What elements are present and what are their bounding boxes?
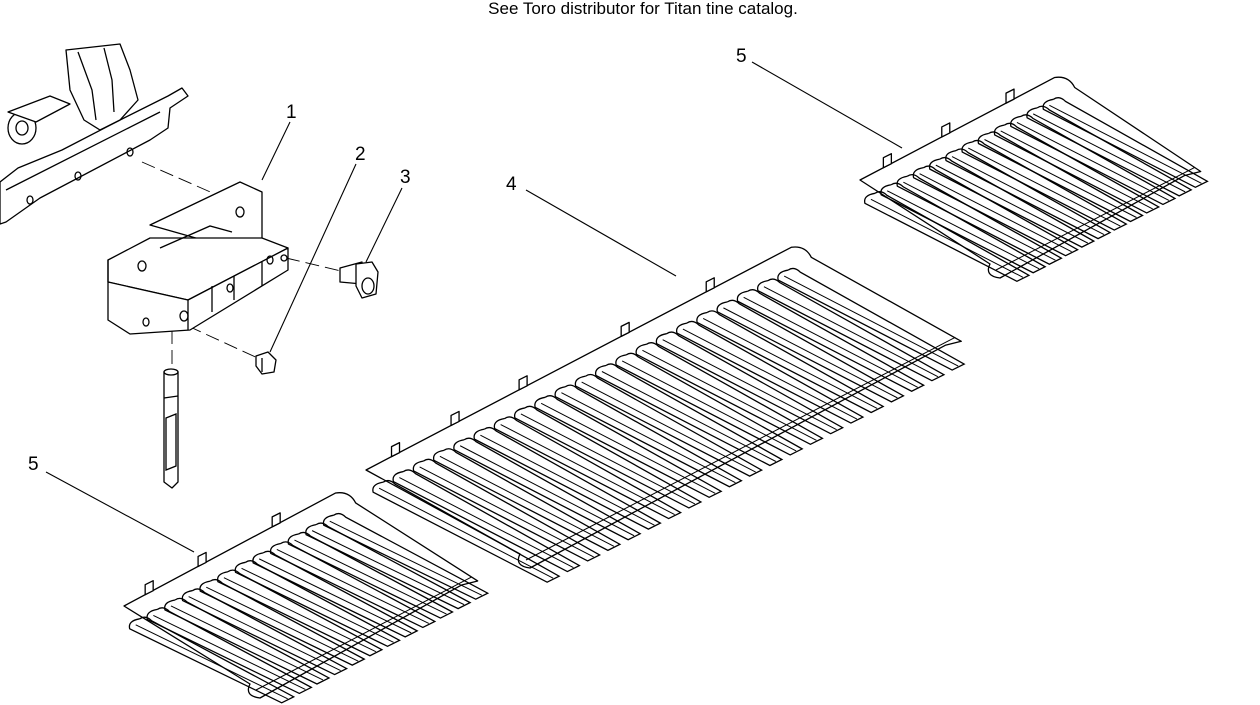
bolt-part-3 bbox=[339, 261, 379, 299]
catalog-caption: See Toro distributor for Titan tine cata… bbox=[488, 0, 798, 18]
set-screw-part-2 bbox=[255, 351, 277, 375]
tine-plate-part-5-upper bbox=[859, 76, 1209, 283]
tine-plate-part-5-lower bbox=[123, 492, 490, 704]
callout-4: 4 bbox=[506, 174, 517, 195]
callout-2: 2 bbox=[355, 144, 366, 165]
pivot-pin bbox=[163, 368, 179, 489]
tine-plate-part-4 bbox=[365, 246, 966, 583]
mounting-bracket-part-1 bbox=[107, 181, 289, 335]
callout-1: 1 bbox=[286, 102, 297, 123]
callout-5-upper: 5 bbox=[736, 46, 747, 67]
callout-leaders bbox=[45, 61, 903, 553]
callout-5-lower: 5 bbox=[28, 454, 39, 475]
callout-labels: 1 2 3 4 5 5 bbox=[28, 46, 747, 475]
callout-3: 3 bbox=[400, 167, 411, 188]
mounting-arm bbox=[0, 43, 189, 225]
